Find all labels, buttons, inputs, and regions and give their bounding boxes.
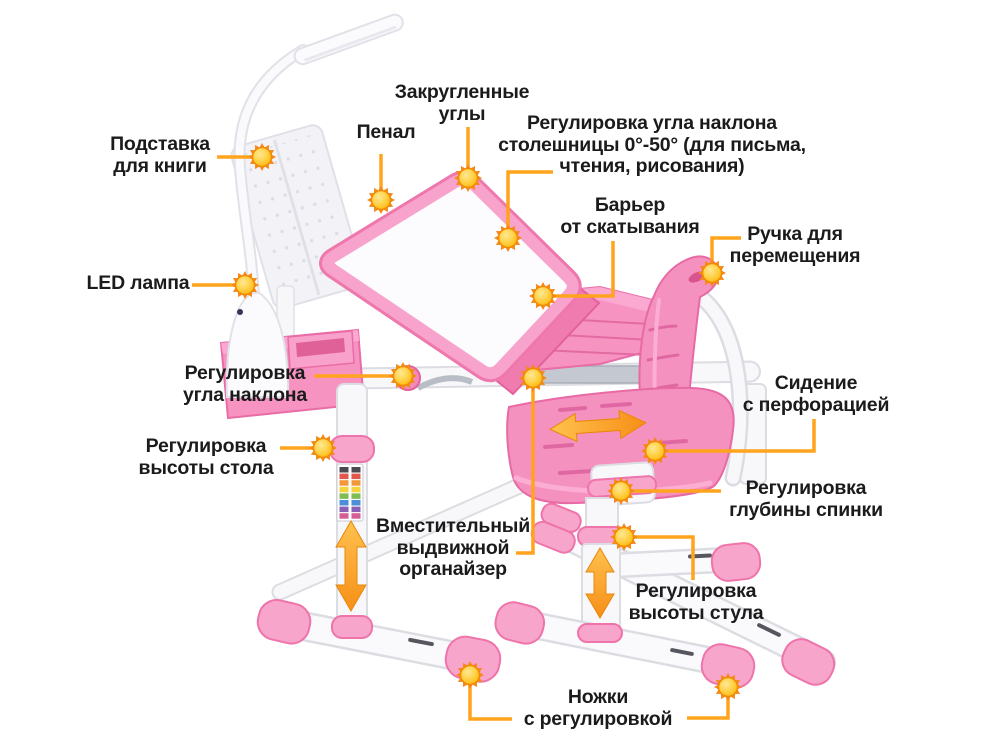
label-led-lamp: LED лампа (86, 272, 190, 294)
height-scale-sticker (336, 463, 364, 522)
label-book-stand: Подставка для книги (110, 133, 210, 177)
book-stand (230, 124, 365, 353)
label-rounded-corners: Закругленные углы (394, 81, 530, 125)
label-pencil-tray: Пенал (356, 121, 416, 143)
label-perforated-seat: Сидение с перфорацией (742, 372, 890, 416)
chair-front-foot (494, 601, 756, 689)
chair-rear-foot (589, 542, 762, 582)
desk-front-leg (256, 383, 502, 683)
label-tilt-adjustment: Регулировка угла наклона (182, 362, 308, 406)
label-tabletop-tilt: Регулировка угла наклона столешницы 0°-5… (498, 112, 806, 177)
label-desk-height: Регулировка высоты стола (138, 435, 274, 479)
chair-height-arrow-icon (585, 547, 615, 619)
desk-height-clamp (329, 435, 375, 463)
label-anti-roll-barrier: Барьер от скатывания (560, 194, 700, 238)
label-carry-handle: Ручка для перемещения (729, 223, 861, 267)
lamp-head (293, 13, 404, 66)
lamp-power-button (237, 309, 243, 315)
lamp-base (225, 291, 290, 398)
label-backrest-depth: Регулировка глубины спинки (729, 477, 883, 521)
chair-seat (506, 386, 735, 505)
label-organizer: Вместительный выдвижной органайзер (375, 515, 531, 580)
desk-height-arrow-icon (335, 519, 367, 613)
label-chair-height: Регулировка высоты стула (628, 580, 764, 624)
seat-depth-arrow-icon (549, 409, 647, 443)
sun-marker-icon (366, 185, 396, 215)
led-lamp (233, 13, 404, 306)
label-adjustable-feet: Ножки с регулировкой (523, 686, 673, 730)
connector-lines (192, 127, 816, 721)
